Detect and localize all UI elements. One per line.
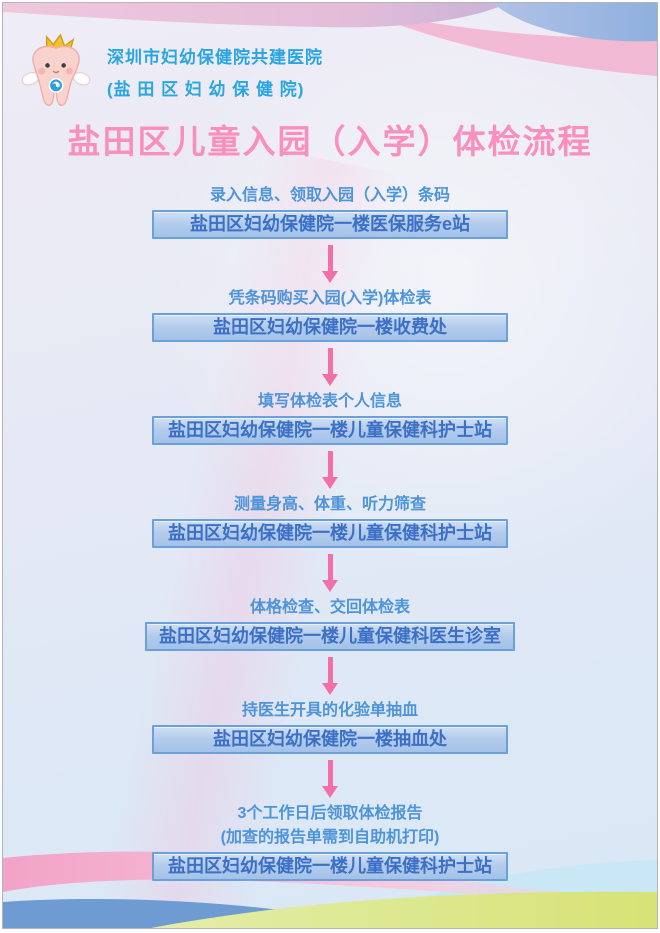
page-title: 盐田区儿童入园（入学）体检流程: [67, 123, 593, 160]
step-label: 持医生开具的化验单抽血: [241, 702, 418, 719]
step-label: 录入信息、领取入园（入学）条码: [209, 187, 450, 204]
flow-step-4: 测量身高、体重、听力筛查 盐田区妇幼保健院一楼儿童保健科护士站: [152, 495, 508, 548]
step-location-box: 盐田区妇幼保健院一楼医保服务e站: [152, 210, 508, 239]
tooth-mascot-icon: [21, 33, 91, 106]
flow-step-7: 3个工作日后领取体检报告 (加查的报告单需到自助机打印) 盐田区妇幼保健院一楼儿…: [152, 804, 508, 881]
step-label: 填写体检表个人信息: [257, 393, 402, 410]
flow-arrow-icon: [322, 348, 338, 386]
step-location-box: 盐田区妇幼保健院一楼儿童保健科护士站: [152, 519, 508, 548]
step-location-box: 盐田区妇幼保健院一楼抽血处: [152, 725, 508, 754]
flow-step-2: 凭条码购买入园(入学)体检表 盐田区妇幼保健院一楼收费处: [152, 289, 508, 342]
step-location-box: 盐田区妇幼保健院一楼儿童保健科医生诊室: [145, 622, 515, 651]
header: 深圳市妇幼保健院共建医院 (盐 田 区 妇 幼 保 健 院): [19, 33, 323, 115]
step-label: 凭条码购买入园(入学)体检表: [228, 290, 432, 307]
step-label: 体格检查、交回体检表: [249, 599, 410, 616]
hospital-name-line2: (盐 田 区 妇 幼 保 健 院): [107, 80, 305, 99]
hospital-name-line1: 深圳市妇幼保健院共建医院: [107, 48, 323, 67]
flow-step-1: 录入信息、领取入园（入学）条码 盐田区妇幼保健院一楼医保服务e站: [152, 186, 508, 239]
flow-arrow-icon: [322, 451, 338, 489]
flow-arrow-icon: [322, 760, 338, 798]
step-note: (加查的报告单需到自助机打印): [220, 829, 440, 846]
flow-step-6: 持医生开具的化验单抽血 盐田区妇幼保健院一楼抽血处: [152, 701, 508, 754]
step-location-box: 盐田区妇幼保健院一楼儿童保健科护士站: [152, 852, 508, 881]
flow-step-3: 填写体检表个人信息 盐田区妇幼保健院一楼儿童保健科护士站: [152, 392, 508, 445]
step-label: 测量身高、体重、听力筛查: [233, 496, 426, 513]
flow-arrow-icon: [322, 245, 338, 283]
flow-arrow-icon: [322, 554, 338, 592]
step-location-box: 盐田区妇幼保健院一楼儿童保健科护士站: [152, 416, 508, 445]
step-label: 3个工作日后领取体检报告: [237, 805, 423, 822]
step-location-box: 盐田区妇幼保健院一楼收费处: [152, 313, 508, 342]
hospital-name: 深圳市妇幼保健院共建医院 (盐 田 区 妇 幼 保 健 院): [107, 33, 323, 100]
flow-step-5: 体格检查、交回体检表 盐田区妇幼保健院一楼儿童保健科医生诊室: [145, 598, 515, 651]
flowchart: 录入信息、领取入园（入学）条码 盐田区妇幼保健院一楼医保服务e站 凭条码购买入园…: [3, 186, 657, 881]
flow-arrow-icon: [322, 657, 338, 695]
